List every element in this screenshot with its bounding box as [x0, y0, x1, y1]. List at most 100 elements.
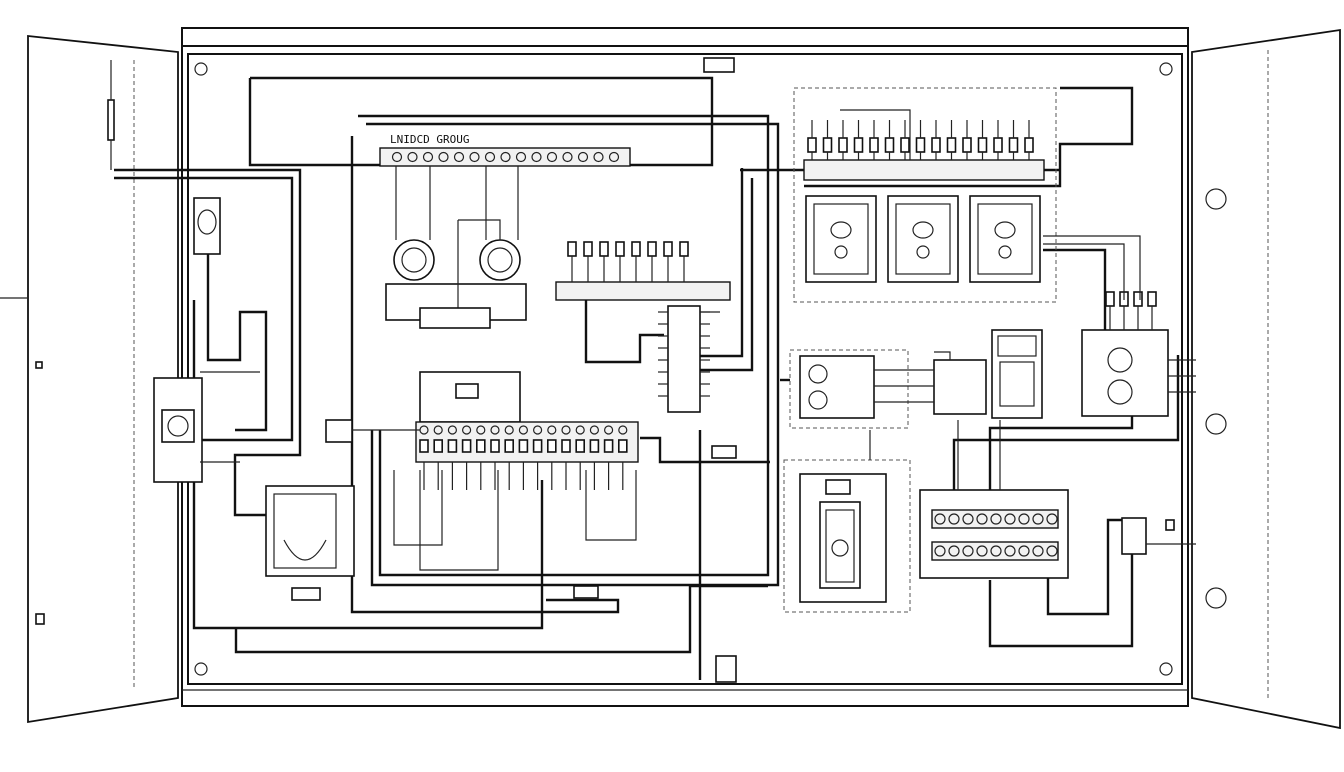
terminal-screw-icon: [433, 425, 443, 435]
contactor-icon: [805, 195, 877, 283]
terminal-screw-icon: [476, 425, 486, 435]
terminal-screw-icon: [438, 151, 449, 163]
terminal-screw-icon: [562, 151, 573, 163]
terminal-screw-icon: [518, 425, 529, 435]
terminal-screw-icon: [962, 545, 974, 557]
plc-module: [789, 329, 1043, 429]
terminal-screw-icon: [484, 151, 496, 163]
breaker-icon: [807, 137, 817, 153]
terminal-screw-icon: [532, 425, 543, 435]
contactor-frame: [895, 203, 951, 275]
door-hinge-icon: [1205, 188, 1227, 210]
terminal-strip-top: LNIDCD GROUG: [379, 133, 631, 240]
terminal-screw-icon: [934, 513, 946, 525]
fuse-icon: [599, 241, 609, 257]
contactor-contact-icon: [834, 245, 848, 259]
terminal-screw-icon: [976, 513, 988, 525]
terminal-screw-icon: [453, 151, 465, 163]
breaker-icon: [915, 137, 926, 153]
terminal-icon: [589, 439, 600, 453]
terminal-block-lower-right: [919, 489, 1196, 579]
main-wiring: [114, 76, 1180, 680]
fuse-icon: [567, 241, 577, 257]
terminal-screw-icon: [577, 151, 589, 163]
door-hinge-icon: [1205, 587, 1227, 609]
terminal-screw-icon: [962, 513, 974, 525]
terminal-screw-icon: [1018, 513, 1030, 525]
fuse-icon: [663, 241, 673, 257]
left-door: [0, 34, 179, 724]
breaker-icon: [822, 137, 833, 153]
terminal-screw-icon: [407, 151, 418, 163]
terminal-screw-icon: [504, 425, 514, 435]
terminal-screw-icon: [608, 151, 620, 163]
breaker-icon: [1024, 137, 1034, 153]
mounting-screw-icon: [1159, 62, 1173, 76]
breaker-icon: [869, 137, 879, 153]
terminal-icon: [518, 439, 529, 453]
breaker-icon: [838, 137, 848, 153]
terminal-screw-icon: [990, 545, 1002, 557]
fuse-icon: [679, 241, 689, 257]
breaker-bank: [793, 87, 1057, 303]
breaker-icon: [993, 137, 1003, 153]
terminal-screw-icon: [593, 151, 604, 163]
mounting-screw-icon: [194, 62, 208, 76]
motor-relay-block: [385, 219, 527, 329]
contactor-coil-icon: [830, 221, 852, 239]
signal-wiring: [200, 109, 1196, 490]
terminal-icon: [433, 439, 444, 453]
fuse-icon: [647, 241, 657, 257]
contactor-frame: [977, 203, 1033, 275]
breaker-icon: [1008, 137, 1019, 153]
terminal-screw-icon: [1018, 545, 1030, 557]
terminal-icon: [461, 439, 472, 453]
terminal-screw-icon: [462, 425, 472, 435]
terminal-screw-icon: [469, 151, 480, 163]
terminal-screw-icon: [391, 151, 403, 163]
terminal-screw-icon: [948, 545, 960, 557]
breaker-icon: [853, 137, 864, 153]
terminal-screw-icon: [990, 513, 1002, 525]
breaker-icon: [946, 137, 957, 153]
terminal-screw-icon: [1032, 513, 1044, 525]
breaker-icon: [900, 137, 910, 153]
breaker-icon: [884, 137, 895, 153]
mounting-screw-icon: [194, 662, 208, 676]
fuse-icon: [1133, 291, 1143, 307]
terminal-icon: [617, 439, 628, 453]
contactor-frame: [813, 203, 869, 275]
terminal-icon: [447, 439, 458, 453]
terminal-icon: [546, 439, 557, 453]
mounting-screw-icon: [1159, 662, 1173, 676]
terminal-screw-icon: [1046, 545, 1058, 557]
door-hinge-icon: [1205, 413, 1227, 435]
fuse-row-center: [555, 241, 731, 301]
contactor-coil-icon: [994, 221, 1016, 239]
terminal-screw-icon: [603, 425, 614, 435]
switch-panel-lower: [783, 459, 911, 613]
connector-block-center: [658, 305, 710, 413]
terminal-screw-icon: [447, 425, 457, 435]
terminal-screw-icon: [422, 151, 434, 163]
terminal-screw-icon: [1004, 545, 1016, 557]
terminal-screw-icon: [561, 425, 571, 435]
terminal-icon: [475, 439, 486, 453]
fuse-icon: [1147, 291, 1157, 307]
terminal-screw-icon: [531, 151, 542, 163]
terminal-screw-icon: [490, 425, 500, 435]
terminal-screw-icon: [934, 545, 946, 557]
terminal-icon: [419, 439, 429, 453]
terminal-screw-icon: [500, 151, 511, 163]
transformer-left: [265, 485, 355, 601]
relay-coil-icon: [393, 239, 435, 281]
terminal-screw-icon: [1004, 513, 1016, 525]
terminal-screw-icon: [515, 151, 527, 163]
terminal-screw-icon: [575, 425, 585, 435]
contactor-coil-icon: [912, 221, 934, 239]
terminal-screw-icon: [589, 425, 600, 435]
fuse-icon: [615, 241, 625, 257]
breaker-icon: [931, 137, 941, 153]
